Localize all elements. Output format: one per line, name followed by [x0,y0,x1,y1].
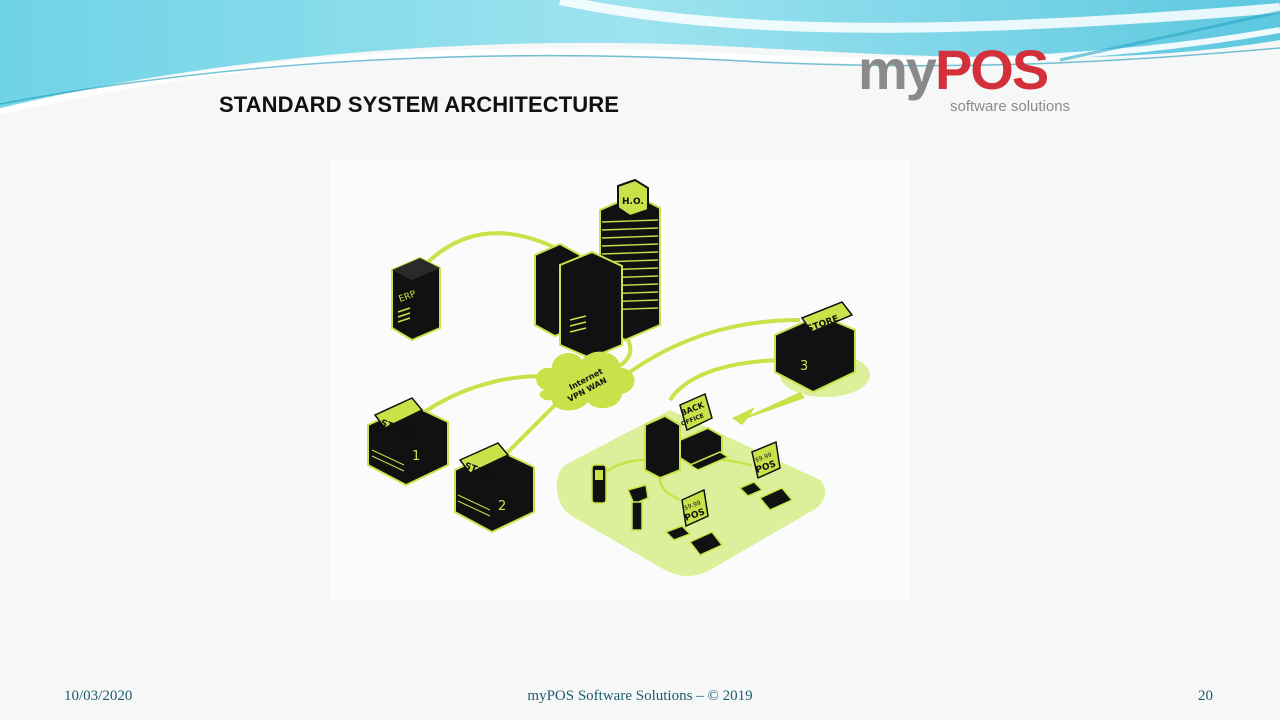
central-servers [534,242,623,360]
handheld-device [591,464,607,504]
barcode-scanner [626,484,649,531]
ho-label: H.O. [622,197,644,207]
store-1-number: 1 [412,449,420,464]
footer-copyright: myPOS Software Solutions – © 2019 [527,688,753,704]
store-3-arrow-icon [732,392,805,425]
pos-terminal-1: $9.99 POS [664,488,724,556]
pos-terminal-2: $9.99 POS [738,440,794,511]
head-office-building: H.O. [599,178,661,342]
network-links [418,231,801,462]
store-floor-links [605,458,753,502]
store-3: STORE 3 [774,301,870,397]
logo-brand-pos: POS [934,38,1049,101]
architecture-diagram: ERP H.O. Internet VPN W [330,160,910,600]
footer-date: 10/03/2020 [64,688,133,704]
header-wave-decoration [0,0,1280,115]
store-2-number: 2 [498,499,506,514]
store-3-number: 3 [800,359,808,374]
erp-server: ERP [391,256,441,342]
slide-title: STANDARD SYSTEM ARCHITECTURE [219,92,620,117]
store-2: STORE 2 [454,442,535,534]
store-1: STORE 1 [367,397,449,487]
mypos-logo: myPOS software solutions [858,38,1078,124]
logo-wordmark: myPOS [858,38,1049,102]
logo-tagline: software solutions [950,98,1071,115]
back-office: BACK OFFICE [644,392,730,480]
internet-cloud: Internet VPN WAN [536,351,635,411]
logo-brand-my: my [858,38,937,101]
footer-page-number: 20 [1198,688,1213,704]
